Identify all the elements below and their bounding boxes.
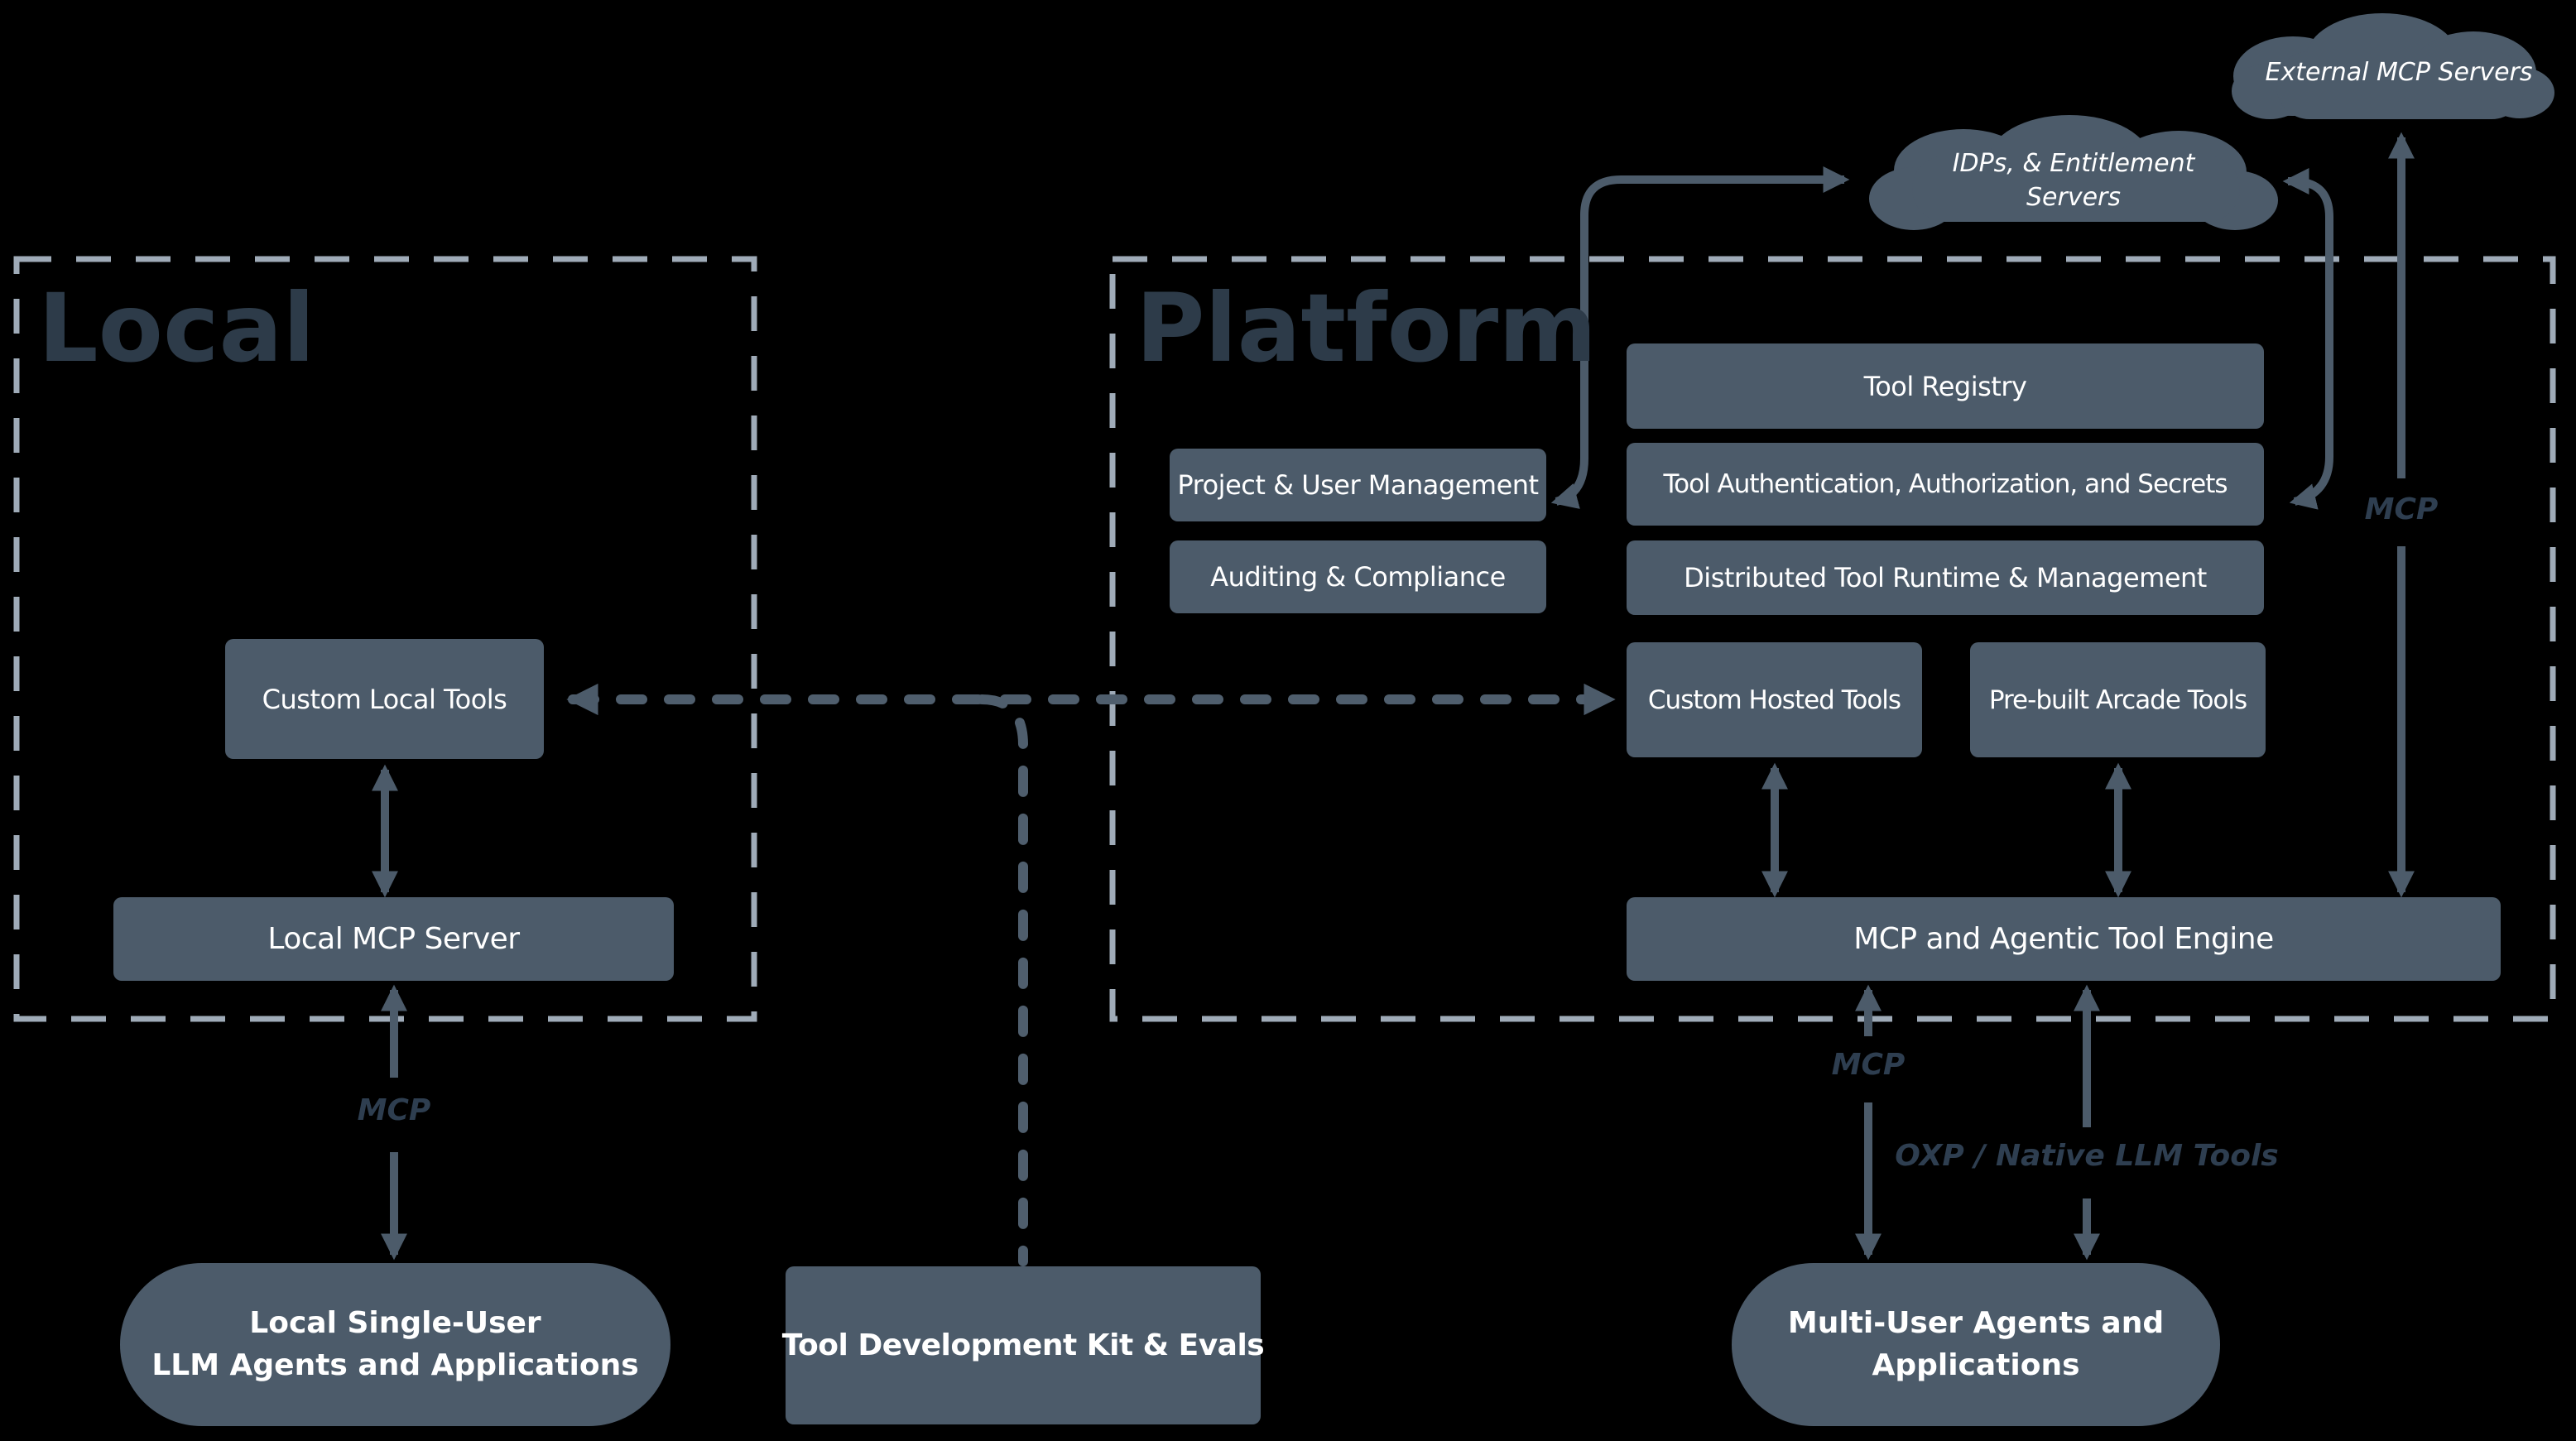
edge-label-oxp-native: OXP / Native LLM Tools xyxy=(1895,1139,2279,1173)
node-local-mcp-server: Local MCP Server xyxy=(113,897,674,981)
node-project-user-management: Project & User Management xyxy=(1170,449,1546,521)
edge-project-mgmt-to-idps xyxy=(1550,166,1850,509)
node-auditing-compliance: Auditing & Compliance xyxy=(1170,540,1546,613)
edge-label-mcp-local: MCP xyxy=(357,1093,431,1127)
idps-cloud xyxy=(1869,115,2278,230)
edge-tool-auth-to-idps xyxy=(2282,167,2333,510)
platform-region-title: Platform xyxy=(1136,273,1597,383)
node-prebuilt-arcade-tools: Pre-built Arcade Tools xyxy=(1970,642,2266,757)
node-tool-dev-kit: Tool Development Kit & Evals xyxy=(782,1266,1265,1424)
node-mcp-agentic-engine: MCP and Agentic Tool Engine xyxy=(1627,897,2501,981)
node-custom-hosted-tools: Custom Hosted Tools xyxy=(1627,642,1922,757)
edge-branch-to-tool-dev-kit-dashed xyxy=(977,694,1028,1266)
external-mcp-cloud xyxy=(2232,13,2554,119)
local-region-title: Local xyxy=(38,273,315,383)
node-local-single-user-agents: Local Single-User LLM Agents and Applica… xyxy=(120,1263,670,1426)
node-tool-authentication: Tool Authentication, Authorization, and … xyxy=(1627,443,2264,526)
local-region-border xyxy=(13,256,757,1022)
edge-label-mcp-external: MCP xyxy=(2364,492,2439,526)
node-tool-registry: Tool Registry xyxy=(1627,343,2264,429)
node-multi-user-agents: Multi-User Agents and Applications xyxy=(1732,1263,2220,1426)
idps-cloud-label: IDPs, & Entitlement Servers xyxy=(1952,149,2195,212)
node-distributed-runtime: Distributed Tool Runtime & Management xyxy=(1627,540,2264,615)
node-custom-local-tools: Custom Local Tools xyxy=(225,639,544,759)
edge-label-mcp-engine: MCP xyxy=(1831,1048,1906,1082)
external-mcp-cloud-label: External MCP Servers xyxy=(2265,58,2533,87)
